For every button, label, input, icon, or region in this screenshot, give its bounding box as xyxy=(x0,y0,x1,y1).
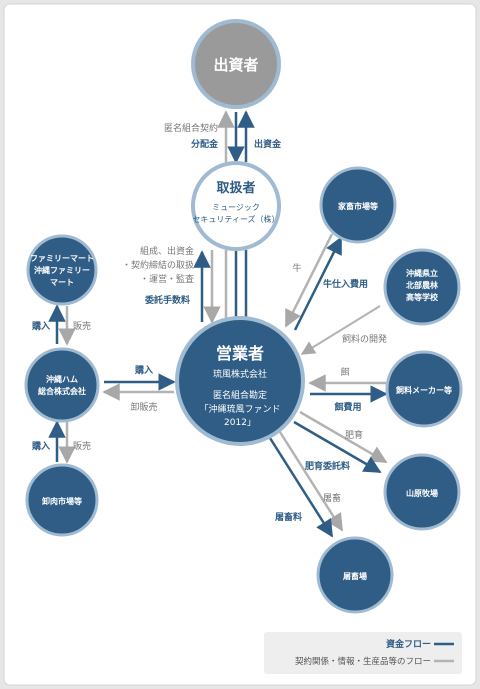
livestock-market-node: 家畜市場等 xyxy=(319,166,397,244)
investment-label: 出資金 xyxy=(254,138,282,150)
cattle-cost-label: 牛仕入費用 xyxy=(323,278,368,290)
legend: 資金フロー 契約関係・情報・生産品等のフロー xyxy=(264,632,462,674)
legend-other-label: 契約関係・情報・生産品等のフロー xyxy=(295,656,431,667)
hokubu-line2: 北部農林 xyxy=(406,280,438,290)
okiham-line1: 沖縄ハム xyxy=(46,374,78,384)
cattle-label: 牛 xyxy=(292,262,301,274)
livestock-market-label: 家畜市場等 xyxy=(338,201,378,211)
sell-fm-label: 販売 xyxy=(73,320,91,332)
hokubu-node: 沖縄県立 北部農林 高等学校 xyxy=(383,248,461,326)
wholesale-label: 卸販売 xyxy=(130,401,157,413)
hokubu-line1: 沖縄県立 xyxy=(406,268,438,278)
familymart-line2: 沖縄ファミリー xyxy=(34,265,90,275)
fattening-label: 肥育 xyxy=(345,429,363,441)
operator-node: 営業者 琉風株式会社 匿名組合勘定 「沖縄琉風ファンド 2012」 xyxy=(175,316,305,446)
yamahara-node: 山原牧場 xyxy=(383,453,461,531)
slaughter-label: 屠畜場 xyxy=(342,571,367,581)
operator-line2: 匿名組合勘定 xyxy=(213,389,267,401)
handler-title: 取扱者 xyxy=(216,180,255,196)
handler-node: 取扱者 ミュージック セキュリティーズ（株） xyxy=(191,161,281,251)
flow-fattening xyxy=(299,410,388,464)
slaughter-goods-label: 屠畜 xyxy=(323,492,341,504)
fattening-fee-label: 肥育委託料 xyxy=(305,460,350,472)
investor-node: 出資者 xyxy=(191,19,281,109)
yamahara-label: 山原牧場 xyxy=(406,488,438,498)
familymart-line1: ファミリーマート xyxy=(30,254,94,263)
flow-slaughter xyxy=(278,431,344,532)
feed-label: 餌 xyxy=(340,366,349,378)
operator-line1: 琉風株式会社 xyxy=(213,368,267,380)
flow-slaughter-fee xyxy=(268,437,334,538)
feed-cost-label: 餌費用 xyxy=(333,401,361,413)
legend-money-label: 資金フロー xyxy=(386,638,431,650)
slaughter-fee-label: 屠畜料 xyxy=(274,511,302,523)
okiham-node: 沖縄ハム 総合株式会社 xyxy=(24,347,100,423)
anon-contract-label: 匿名組合契約 xyxy=(164,122,218,134)
meat-market-label: 卸肉市場等 xyxy=(42,496,82,506)
buy-fm-label: 購入 xyxy=(31,320,50,332)
flow-feed-dev xyxy=(300,305,381,355)
investor-label: 出資者 xyxy=(213,56,258,74)
handler-task-2: ・契約締結の取扱 xyxy=(122,259,194,271)
flow-lines xyxy=(48,110,388,538)
commission-label: 委託手数料 xyxy=(144,294,190,306)
sell-market-label: 販売 xyxy=(73,440,91,452)
okiham-line2: 総合株式会社 xyxy=(38,386,86,396)
flow-cattle xyxy=(284,233,334,328)
operator-title: 営業者 xyxy=(216,344,264,363)
handler-task-1: 組成、出資金 xyxy=(140,245,194,257)
slaughter-node: 屠畜場 xyxy=(316,536,394,614)
hokubu-line3: 高等学校 xyxy=(406,292,439,302)
feed-dev-label: 飼料の開発 xyxy=(342,333,387,345)
flow-cattle-cost xyxy=(293,236,343,331)
familymart-node: ファミリーマート 沖縄ファミリー マート xyxy=(26,234,98,306)
operator-line4: 2012」 xyxy=(224,418,256,428)
flow-fattening-fee xyxy=(293,420,382,474)
dividend-label: 分配金 xyxy=(191,138,219,150)
operator-line3: 「沖縄琉風ファンド xyxy=(199,403,280,415)
handler-task-3: ・運営・監査 xyxy=(140,273,194,285)
handler-sub2: セキュリティーズ（株） xyxy=(192,214,279,224)
legend-box xyxy=(264,632,462,674)
buy-okiham-label: 購入 xyxy=(134,364,153,376)
familymart-line3: マート xyxy=(50,278,74,287)
buy-market-label: 購入 xyxy=(31,440,50,452)
feed-maker-node: 飼料メーカー等 xyxy=(385,350,463,428)
handler-sub1: ミュージック xyxy=(212,203,260,212)
feed-maker-label: 飼料メーカー等 xyxy=(395,385,452,395)
meat-market-node: 卸肉市場等 xyxy=(25,463,99,537)
